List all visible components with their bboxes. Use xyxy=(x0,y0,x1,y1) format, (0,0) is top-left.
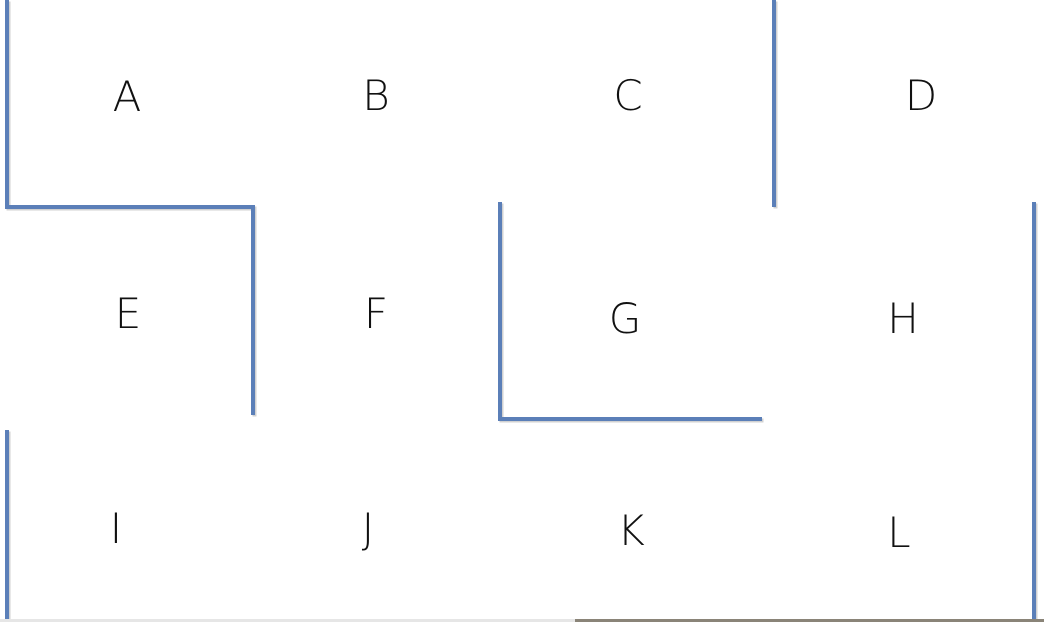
cell-i: I xyxy=(109,503,123,553)
wall-g-boundary xyxy=(498,202,762,421)
wall-a-e-boundary xyxy=(5,0,255,415)
cell-k: K xyxy=(617,505,645,555)
cell-d: D xyxy=(904,70,938,120)
cell-h: H xyxy=(887,293,919,343)
cell-l: L xyxy=(887,507,911,557)
bottom-edge-dark xyxy=(575,619,1044,622)
cell-e: E xyxy=(114,288,142,338)
bottom-edge xyxy=(0,619,1044,622)
cell-g: G xyxy=(608,293,642,343)
cell-a: A xyxy=(112,71,142,121)
cell-c: C xyxy=(613,70,643,120)
cell-j: J xyxy=(361,503,375,553)
cell-f: F xyxy=(363,288,389,338)
cell-b: B xyxy=(362,70,390,120)
